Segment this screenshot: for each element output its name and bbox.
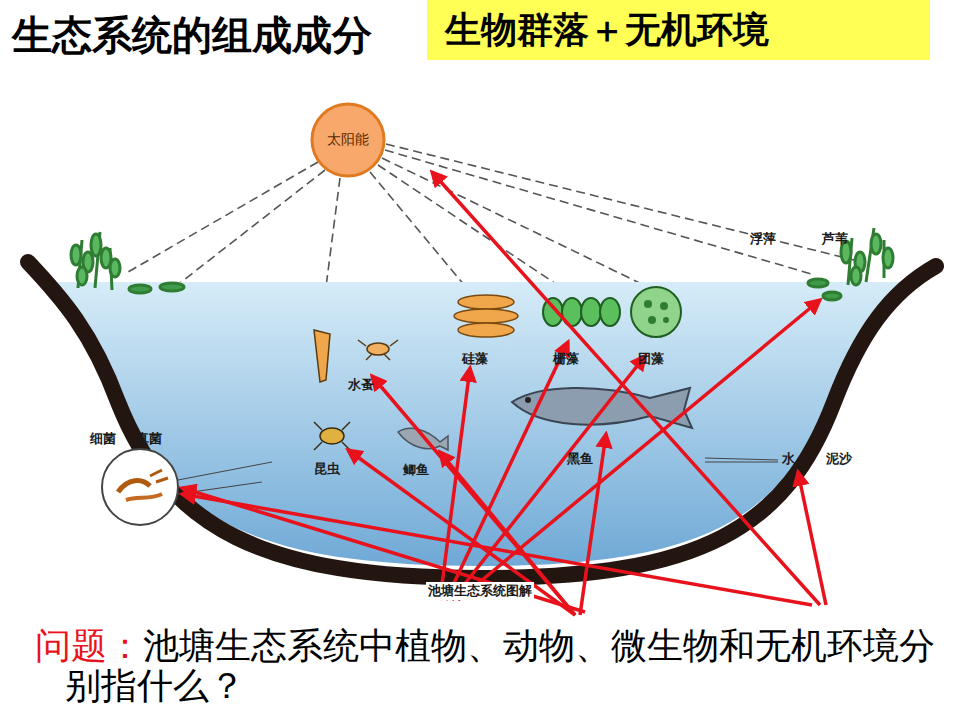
small-fish — [398, 428, 448, 450]
pond-bank — [28, 262, 936, 578]
part-label: 真菌 — [136, 432, 162, 446]
node-text-stack: 生物群落＋无机环境 — [445, 6, 769, 55]
red-arrow — [798, 472, 826, 605]
part-label: 细菌 — [90, 432, 116, 446]
sun-circle: 太阳能 — [310, 102, 386, 178]
part-label: 泥沙 — [826, 452, 852, 466]
insect — [314, 422, 350, 450]
red-arrow — [182, 494, 812, 605]
question-tag: 问题： — [35, 625, 143, 666]
figure-caption: 池塘生态系统图解 — [426, 582, 534, 600]
part-label: 黑鱼 — [567, 452, 593, 466]
slide-title: 生态系统的组成成分 — [12, 8, 372, 63]
right-plants — [808, 228, 893, 300]
red-arrow — [432, 172, 820, 605]
larva — [314, 330, 330, 382]
node-text-stack: 太阳能 — [327, 131, 369, 149]
node-text: 生物群落＋无机环境 — [445, 6, 769, 55]
diatom — [454, 295, 518, 337]
part-label: 水 — [782, 452, 795, 466]
left-plants — [71, 232, 184, 293]
part-label: 浮萍 — [750, 232, 776, 246]
part-label: 鲫鱼 — [403, 463, 429, 477]
leader-lines — [705, 458, 778, 462]
part-label: 栅藻 — [553, 352, 579, 366]
volvox — [631, 287, 681, 337]
part-label: 昆虫 — [314, 462, 340, 476]
red-arrow — [452, 356, 645, 600]
node-text: 太阳能 — [327, 131, 369, 149]
red-arrow — [458, 300, 820, 600]
part-label: 芦苇 — [822, 232, 848, 246]
red-arrow — [348, 450, 575, 615]
microbe-circle — [102, 449, 272, 525]
pond-water — [42, 282, 912, 566]
water-flea — [358, 340, 398, 360]
question-text: 池塘生态系统中植物、动物、微生物和无机环境分别指什么？ — [65, 625, 935, 706]
red-arrow — [182, 488, 585, 612]
part-label: 团藻 — [638, 352, 664, 366]
highlight-band: 生物群落＋无机环境 — [427, 0, 930, 60]
question-block: 问题：池塘生态系统中植物、动物、微生物和无机环境分别指什么？ — [35, 626, 953, 707]
part-label: 硅藻 — [462, 352, 488, 366]
part-label: 水蚤 — [348, 378, 374, 392]
green-alga — [543, 298, 620, 326]
